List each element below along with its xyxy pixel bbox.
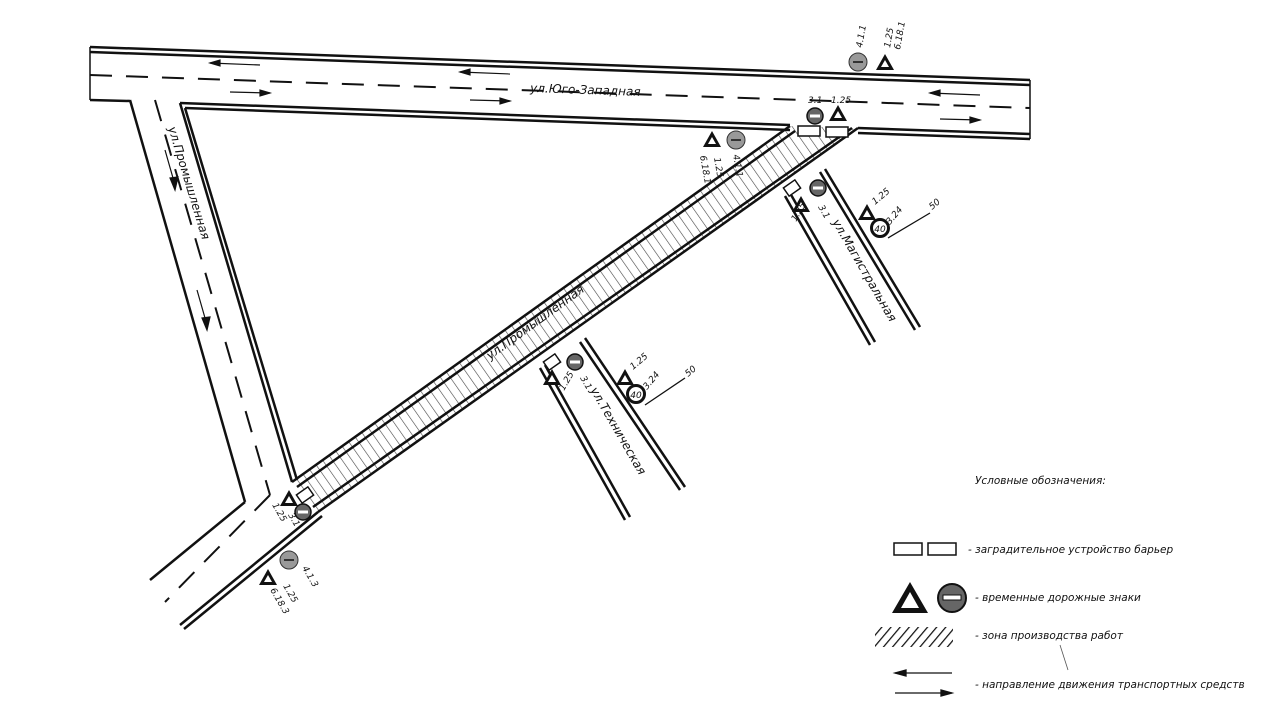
sign-code: 6.18.1 (697, 155, 712, 185)
sign-code: 1.25 (883, 27, 896, 49)
sign-code: 4.1.1 (855, 24, 869, 48)
sign-code: 1.25 (711, 157, 724, 179)
legend-signs-label: - временные дорожные знаки (975, 592, 1141, 604)
legend: Условные обозначения: - заградительное у… (875, 475, 1245, 697)
road-promyshlennaya-left (128, 99, 323, 630)
sign-code: 1.25 (871, 187, 893, 208)
legend-work-zone-label: - зона производства работ (975, 630, 1124, 642)
speed-limit-1: 40 (874, 225, 886, 235)
sign-code: 1.25 (558, 370, 577, 393)
sign-code: 3.1 (815, 204, 831, 221)
legend-barrier-icon (893, 542, 923, 556)
sign-code: 50 (684, 364, 699, 379)
road-magistralnaya (783, 168, 922, 346)
road-signs: 40 40 (259, 52, 931, 585)
speed-limit-2: 40 (630, 391, 642, 401)
legend-direction-label: - направление движения транспортных сред… (975, 679, 1245, 691)
legend-barrier-label: - заградительное устройство барьер (968, 544, 1173, 556)
direction-arrows (164, 59, 983, 332)
legend-direction-icon (892, 669, 955, 697)
sign-code: 3.24 (642, 370, 663, 392)
barriers (295, 125, 849, 505)
road-promyshlennaya-diagonal (291, 124, 859, 514)
sign-code: 6.18.1 (893, 21, 908, 51)
street-label-yugo-zapadnaya: ул.Юго-Западная (529, 81, 641, 99)
sign-code: 4.1.1 (730, 154, 744, 178)
sign-code: 50 (928, 197, 943, 212)
sign-code: 3.1 (808, 96, 822, 106)
road-tekhnicheskaya (538, 337, 687, 521)
sign-code: 3.24 (885, 205, 906, 227)
sign-code: 1.25 (831, 96, 851, 106)
legend-work-zone-icon (875, 627, 953, 647)
road-yugo-zapadnaya (89, 45, 1031, 141)
legend-signs-icon (892, 582, 967, 613)
legend-title: Условные обозначения: (975, 475, 1106, 487)
sign-code: 1.25 (629, 352, 651, 373)
sign-code: 4.1.3 (299, 565, 319, 590)
